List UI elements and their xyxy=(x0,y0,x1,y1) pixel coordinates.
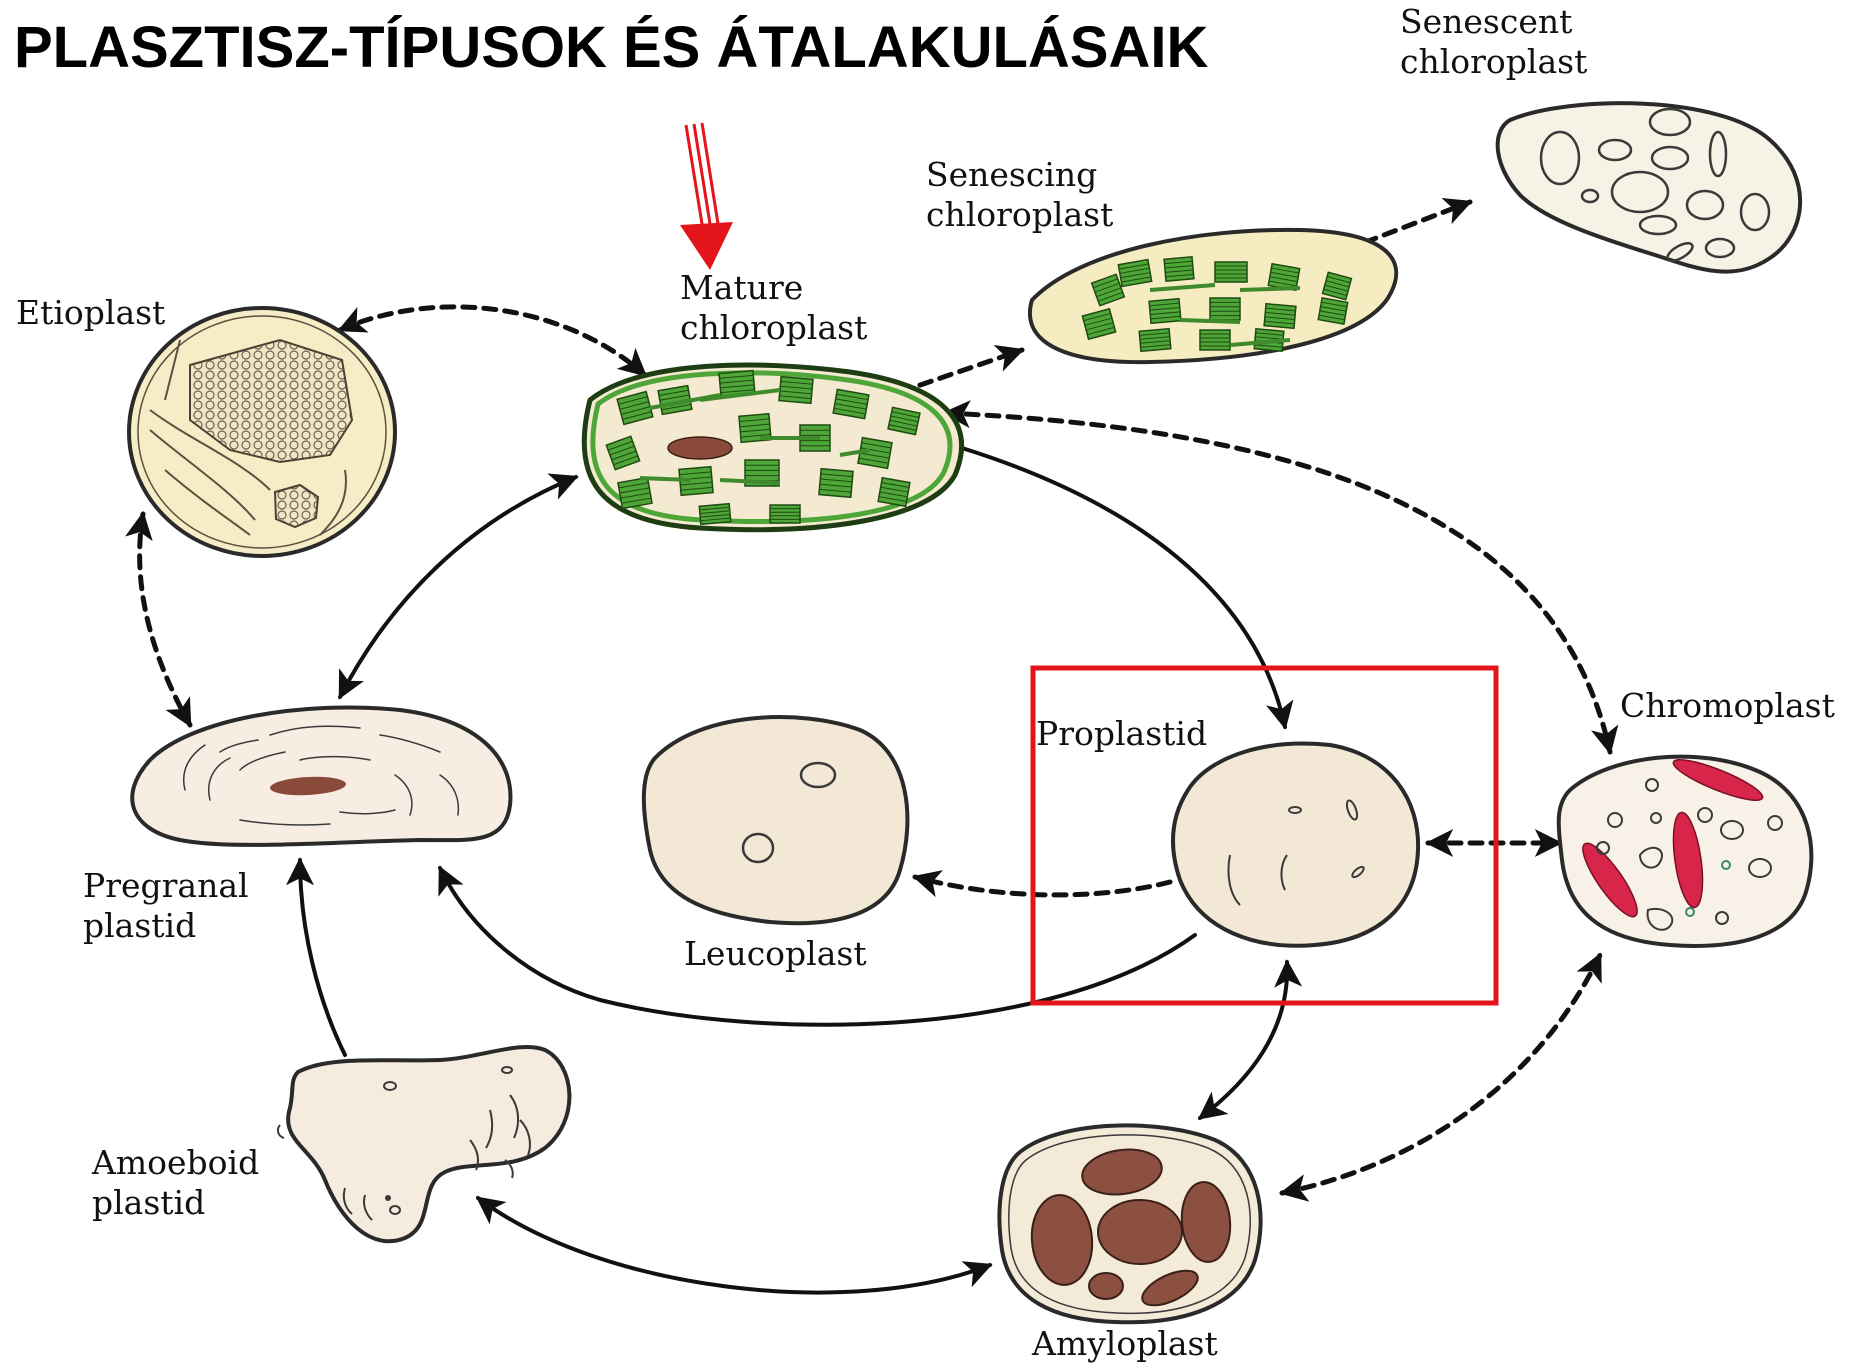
arrow-pregranal-chloroplast xyxy=(340,477,576,697)
pregranal-plastid xyxy=(132,707,510,844)
red-pointer-arrow xyxy=(680,123,733,270)
label-senescent-chloroplast: Senescent chloroplast xyxy=(1400,2,1587,82)
label-leucoplast: Leucoplast xyxy=(684,934,867,974)
amyloplast xyxy=(999,1125,1260,1322)
arrow-mature-to-senescing xyxy=(900,350,1022,392)
arrow-proplastid-amyloplast xyxy=(1200,962,1287,1118)
arrow-amoeboid-to-pregranal xyxy=(300,860,345,1055)
amoeboid-plastid xyxy=(278,1047,569,1241)
label-proplastid: Proplastid xyxy=(1036,714,1207,754)
label-amoeboid-plastid: Amoeboid plastid xyxy=(92,1143,259,1223)
proplastid xyxy=(1173,743,1418,945)
chromoplast xyxy=(1559,753,1812,946)
senescing-chloroplast xyxy=(1030,230,1396,362)
arrow-amoeboid-amyloplast xyxy=(478,1198,990,1293)
senescent-chloroplast xyxy=(1498,103,1800,271)
starch-grain xyxy=(668,437,732,459)
arrow-proplastid-to-leucoplast xyxy=(915,877,1170,895)
arrow-etioplast-chloroplast xyxy=(340,307,645,375)
label-amyloplast: Amyloplast xyxy=(1032,1324,1218,1364)
label-senescing-chloroplast: Senescing chloroplast xyxy=(926,155,1113,235)
label-chromoplast: Chromoplast xyxy=(1620,686,1835,726)
label-pregranal-plastid: Pregranal plastid xyxy=(83,866,249,946)
mature-chloroplast xyxy=(584,365,961,530)
arrow-chloroplast-to-proplastid xyxy=(962,448,1285,727)
leucoplast xyxy=(644,717,908,923)
etioplast xyxy=(129,308,395,556)
label-etioplast: Etioplast xyxy=(16,293,165,333)
arrow-etioplast-pregranal xyxy=(140,514,190,725)
label-mature-chloroplast: Mature chloroplast xyxy=(680,268,867,348)
arrow-amyloplast-chromoplast xyxy=(1282,955,1600,1193)
